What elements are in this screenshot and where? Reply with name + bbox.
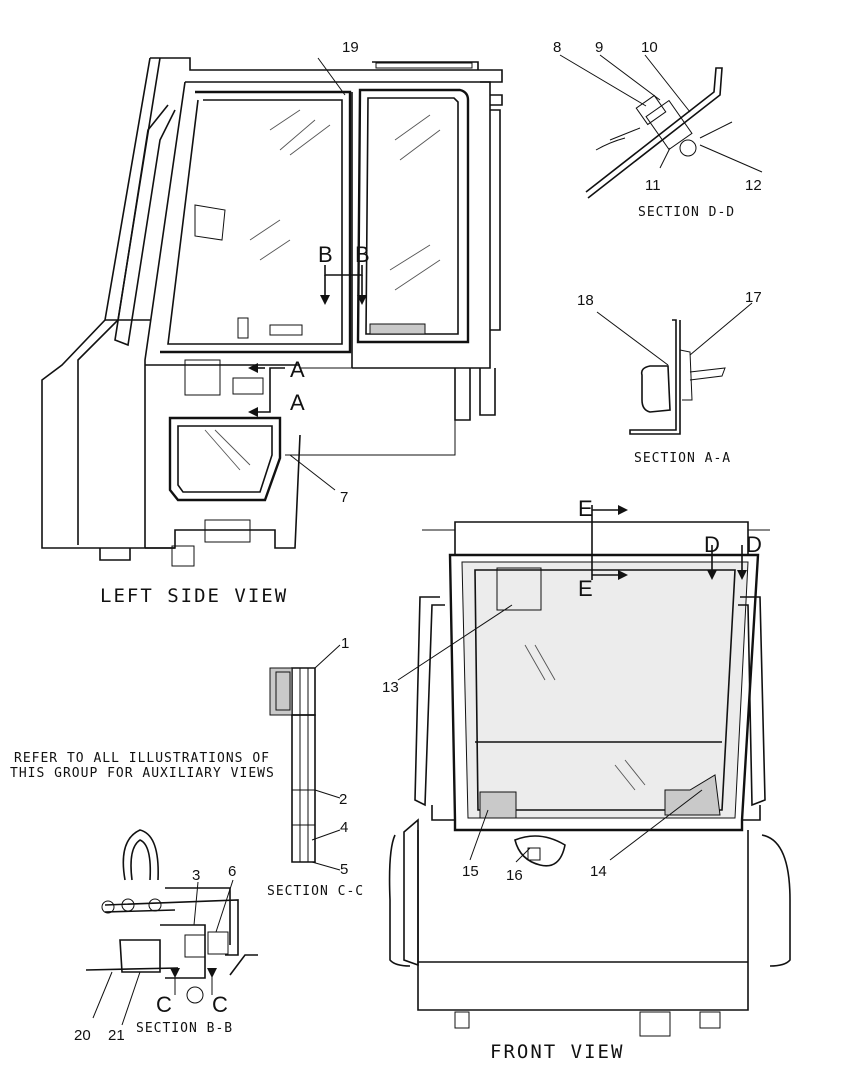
callout-6: 6 — [228, 863, 236, 880]
section-a-a-drawing — [596, 302, 753, 435]
callout-10: 10 — [641, 39, 658, 56]
callout-20: 20 — [74, 1027, 91, 1044]
left-side-view-title: LEFT SIDE VIEW — [100, 585, 288, 607]
callout-12: 12 — [745, 177, 762, 194]
section-d-d-drawing — [559, 54, 763, 199]
callout-11: 11 — [645, 177, 661, 194]
marker-b-left: B — [318, 242, 333, 267]
callout-8: 8 — [553, 39, 561, 56]
marker-d-left: D — [704, 532, 720, 557]
note-line-1: REFER TO ALL ILLUSTRATIONS OF — [14, 751, 270, 766]
callout-13: 13 — [382, 679, 399, 696]
callout-16: 16 — [506, 867, 523, 884]
section-b-b-drawing — [85, 829, 258, 1026]
callout-9: 9 — [595, 39, 603, 56]
callout-14: 14 — [590, 863, 607, 880]
front-view-drawing — [388, 505, 791, 1037]
note-line-2: THIS GROUP FOR AUXILIARY VIEWS — [10, 766, 275, 781]
callout-2: 2 — [339, 791, 347, 808]
marker-c-left: C — [156, 992, 172, 1017]
callout-17: 17 — [745, 289, 762, 306]
callout-4: 4 — [340, 819, 348, 836]
section-c-c-caption: SECTION C-C — [267, 884, 364, 899]
callout-18: 18 — [577, 292, 594, 309]
left-side-view — [41, 57, 503, 567]
marker-e-top: E — [578, 496, 593, 521]
callout-1: 1 — [341, 635, 349, 652]
section-d-d-caption: SECTION D-D — [638, 205, 735, 220]
section-b-b-caption: SECTION B-B — [136, 1021, 233, 1036]
marker-a-bottom: A — [290, 390, 305, 415]
marker-a-top: A — [290, 357, 305, 382]
front-view-title: FRONT VIEW — [490, 1041, 624, 1063]
callout-15: 15 — [462, 863, 479, 880]
callout-19: 19 — [342, 39, 359, 56]
marker-b-right: B — [355, 242, 370, 267]
callout-5: 5 — [340, 861, 348, 878]
section-c-c-drawing — [269, 644, 341, 871]
section-a-a-caption: SECTION A-A — [634, 451, 731, 466]
marker-e-bottom: E — [578, 576, 593, 601]
callout-3: 3 — [192, 867, 200, 884]
callout-21: 21 — [108, 1027, 125, 1044]
marker-c-right: C — [212, 992, 228, 1017]
marker-d-right: D — [746, 532, 762, 557]
callout-7: 7 — [340, 489, 348, 506]
